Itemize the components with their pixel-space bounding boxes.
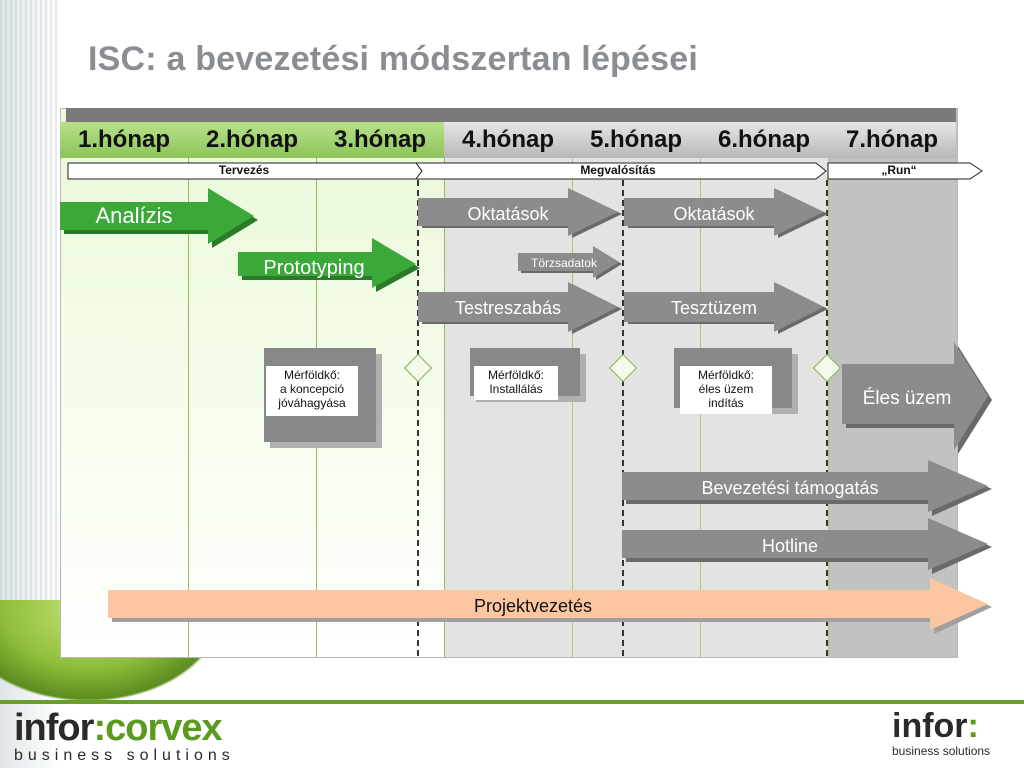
hotline-label: Hotline (761, 535, 819, 556)
prototyping-arrow (238, 238, 420, 292)
analysis-arrow (60, 188, 258, 248)
milestone-note-1: Mérföldkő: a koncepció jóváhagyása (266, 366, 358, 416)
month-header-4: 4.hónap (444, 122, 572, 158)
live-label: Éles üzem (862, 388, 952, 409)
logo-left-name-b: :corvex (93, 707, 222, 749)
milestone-2-label: Mérföldkő: (487, 368, 545, 382)
month-header-6: 6.hónap (700, 122, 828, 158)
live-arrow (842, 342, 992, 454)
phase-run-shape (827, 162, 983, 180)
training-arrow-1 (418, 188, 622, 238)
month-header-1: 1.hónap (60, 122, 188, 158)
milestone-1-line3: jóváhagyása (278, 396, 346, 410)
phase-run-label: „Run“ (881, 163, 917, 177)
test-run-label: Tesztüzem (670, 297, 758, 318)
training-label-1: Oktatások (467, 203, 549, 224)
column-month-1 (61, 109, 189, 657)
test-run-arrow (624, 282, 828, 334)
milestone-line-3 (826, 180, 828, 656)
project-management-arrow (108, 578, 992, 634)
month-header-5: 5.hónap (572, 122, 700, 158)
month-header-2: 2.hónap (188, 122, 316, 158)
hotline-arrow (622, 518, 992, 574)
month-header-3: 3.hónap (316, 122, 444, 158)
milestone-3-label: Mérföldkő: (697, 368, 755, 382)
training-arrow-2 (624, 188, 828, 238)
logo-right-name-b: : (967, 707, 979, 745)
month-header-7: 7.hónap (828, 122, 956, 158)
milestone-note-2: Mérföldkő: Installálás (474, 366, 558, 400)
phase-bar (67, 162, 983, 180)
header-shadow (66, 108, 956, 126)
milestone-3-line2: éles üzem (698, 382, 754, 396)
training-label-2: Oktatások (673, 203, 755, 224)
logo-right-name-a: infor (892, 707, 968, 745)
infor-corvex-logo: infor:corvex business solutions (14, 707, 294, 764)
infor-logo: infor: business solutions (892, 708, 1012, 762)
customization-arrow (418, 282, 622, 334)
support-label: Bevezetési támogatás (701, 477, 879, 498)
milestone-2-line2: Installálás (489, 382, 543, 396)
logo-left-tagline: business solutions (14, 747, 235, 764)
master-data-arrow (518, 246, 622, 280)
milestone-3-line3: indítás (708, 396, 744, 410)
master-data-label: Törzsadatok (530, 256, 598, 270)
decorative-stripes (0, 0, 58, 660)
phase-planning-label: Tervezés (218, 163, 270, 177)
analysis-label: Analízis (95, 203, 173, 228)
milestone-1-line2: a koncepció (279, 382, 345, 396)
footer-line (0, 700, 1024, 704)
milestone-note-3: Mérföldkő: éles üzem indítás (680, 366, 772, 414)
prototyping-label: Prototyping (263, 256, 365, 279)
slide-title: ISC: a bevezetési módszertan lépései (88, 40, 699, 78)
customization-label: Testreszabás (454, 297, 562, 318)
phase-implementation-label: Megvalósítás (580, 163, 656, 177)
project-management-label: Projektvezetés (473, 595, 593, 616)
milestone-line-1 (417, 180, 419, 656)
support-arrow (622, 460, 992, 516)
milestone-line-2 (622, 180, 624, 656)
logo-right-tagline: business solutions (892, 744, 991, 758)
milestone-1-label: Mérföldkő: (283, 368, 341, 382)
logo-left-name-a: infor (14, 707, 94, 749)
phase-implementation-shape (415, 162, 827, 180)
